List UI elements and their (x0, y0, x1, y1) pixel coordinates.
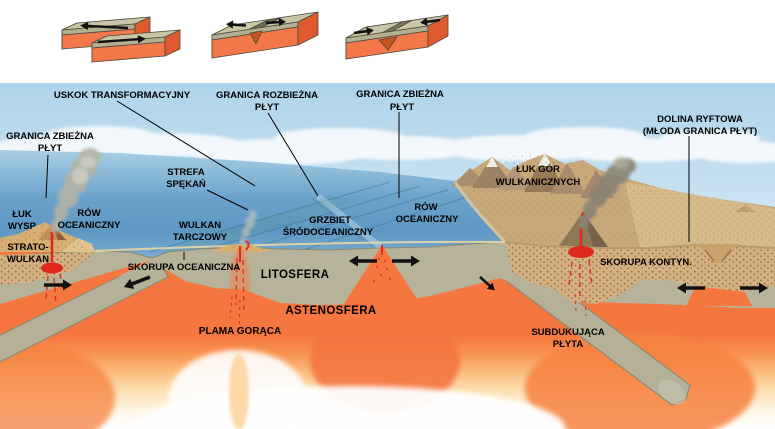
asthenosphere-ridge-upwelling (336, 245, 428, 316)
label-ocean-trench-right-2: OCEANICZNY (396, 214, 459, 225)
label-divergent-boundary-2: PŁYT (255, 102, 279, 113)
block-diagram-convergent (345, 14, 449, 60)
label-asthenosphere: ASTENOSFERA (285, 305, 376, 317)
label-convergent-boundary-top-2: PŁYT (390, 102, 414, 113)
hot-spot-plume (168, 350, 308, 429)
label-transform-fault: USKOK TRANSFORMACYJNY (54, 90, 191, 101)
rift-valley (695, 244, 740, 263)
label-fracture-zone-2: SPĘKAŃ (166, 179, 206, 190)
label-ocean-trench-left-2: OCEANICZNY (58, 220, 121, 231)
label-stratovolcano-1: STRATO- (7, 242, 48, 253)
label-ocean-trench-left-1: RÓW (77, 207, 100, 219)
label-stratovolcano-2: WULKAN (7, 254, 49, 265)
label-convergent-boundary-left-2: PŁYT (38, 143, 62, 154)
label-ocean-trench-right-1: RÓW (414, 201, 437, 213)
cloud-band (0, 126, 775, 165)
stratovolcano-smoke (51, 148, 101, 233)
stratovolcano-magma (41, 232, 64, 305)
label-continental-crust: SKORUPA KONTYN. (600, 257, 692, 268)
shield-volcano-smoke (240, 210, 257, 245)
label-subducting-plate-2: PŁYTA (553, 339, 584, 350)
block-diagram-divergent (211, 11, 319, 59)
label-subducting-plate-1: SUBDUKUJĄCA (531, 327, 605, 338)
continent (452, 153, 775, 250)
sediment-line (94, 240, 506, 252)
label-rift-valley-2: (MŁODA GRANICA PŁYT) (643, 126, 757, 137)
label-convergent-boundary-top-1: GRANICA ZBIEŻNA (356, 89, 444, 100)
label-island-arc-1: ŁUK (12, 209, 32, 220)
label-rift-valley-1: DOLINA RYFTOWA (657, 114, 743, 125)
mid-ocean-ridge-back-band (160, 193, 384, 254)
continental-volcano-magma (568, 228, 594, 317)
asthenosphere-wedge-left (0, 260, 152, 334)
hot-spot-conduit (229, 240, 250, 332)
leader-lines (45, 100, 690, 260)
continental-crust-band (505, 242, 775, 304)
label-volcanic-arc-1: ŁUK GÓR (516, 163, 560, 175)
diagram-labels: USKOK TRANSFORMACYJNY GRANICA ROZBIEŻNA … (6, 89, 757, 350)
label-divergent-boundary-1: GRANICA ROZBIEŻNA (216, 90, 318, 101)
label-shield-volcano-1: WULKAN (179, 220, 221, 231)
coastline (453, 181, 507, 244)
label-mid-ocean-ridge-1: GRZBIET (309, 215, 351, 226)
block-diagram-transform-fault (61, 16, 181, 63)
label-island-arc-2: WYSP (8, 221, 37, 232)
label-mid-ocean-ridge-2: ŚRÓDOCEANICZNY (283, 226, 374, 238)
subducting-slab-left (0, 256, 169, 363)
label-oceanic-crust: SKORUPA OCEANICZNA (128, 262, 241, 273)
label-volcanic-arc-2: WULKANICZNYCH (496, 177, 581, 188)
continental-volcano-smoke (579, 157, 636, 229)
ocean (0, 150, 505, 258)
label-convergent-boundary-left-1: GRANICA ZBIEŻNA (6, 131, 94, 142)
label-fracture-zone-1: STREFA (167, 167, 205, 178)
label-shield-volcano-2: TARCZOWY (173, 232, 228, 243)
label-lithosphere: LITOSFERA (261, 269, 330, 281)
fracture-zone-lines (149, 181, 471, 254)
label-hot-spot: PLAMA GORĄCA (199, 326, 281, 337)
